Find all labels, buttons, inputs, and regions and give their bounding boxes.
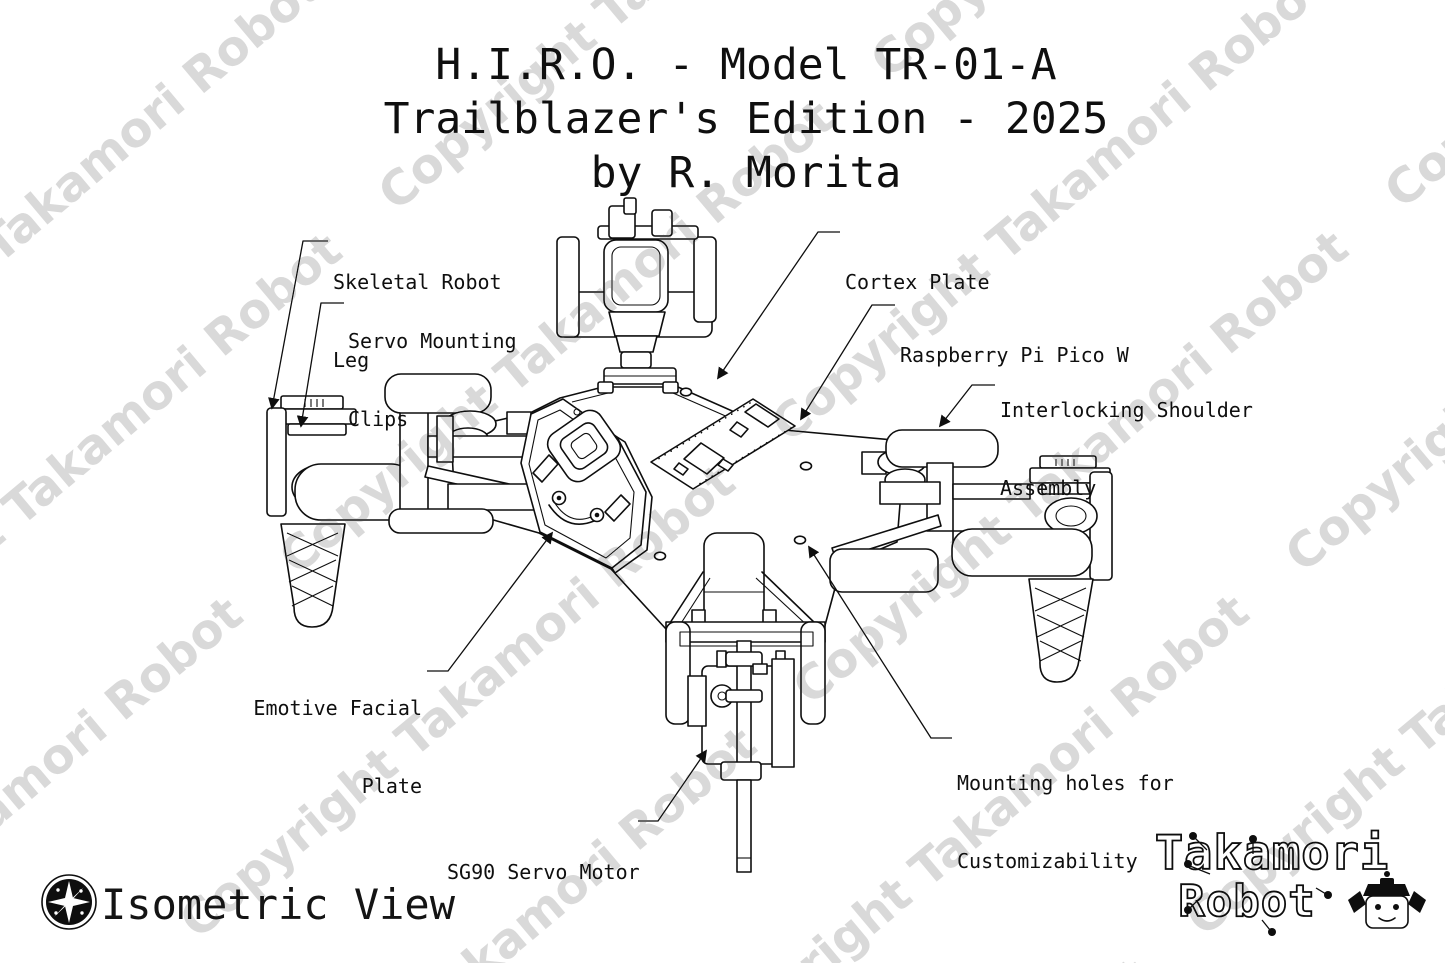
label-raspberry-pi-pico-w: Raspberry Pi Pico W: [900, 343, 1129, 367]
samurai-robot-head-icon: [1348, 871, 1426, 929]
front-leg-servo-assembly: [665, 532, 826, 873]
label-interlocking-shoulder-assembly: Interlocking Shoulder Assembly: [1000, 398, 1253, 500]
takamori-robot-logo: Takamori Robot: [1154, 825, 1426, 936]
title-line-2: Trailblazer's Edition - 2025: [383, 94, 1109, 144]
rear-leg-servo-assembly: [556, 197, 717, 394]
view-name-label: Isometric View: [101, 880, 456, 929]
label-sg90-servo-motor: SG90 Servo Motor: [447, 860, 640, 884]
isometric-view-compass-icon: [41, 874, 97, 930]
title-line-3: by R. Morita: [590, 148, 902, 198]
drawing-title: H.I.R.O. - Model TR-01-A Trailblazer's E…: [380, 38, 1112, 200]
emotive-facial-plate-shape: [520, 398, 653, 574]
callout-leader-lines: [268, 231, 995, 822]
label-servo-mounting-clips: Servo Mounting Clips: [348, 329, 517, 431]
right-leg-assembly: [829, 429, 1113, 683]
label-skeletal-robot-leg: Skeletal Robot Leg: [333, 270, 502, 372]
title-line-1: H.I.R.O. - Model TR-01-A: [435, 40, 1057, 90]
label-emotive-facial-plate: Emotive Facial Plate: [253, 696, 422, 798]
logo-line2: Robot: [1178, 876, 1315, 927]
left-leg-assembly: [266, 373, 539, 628]
label-cortex-plate: Cortex Plate: [845, 270, 990, 294]
raspberry-pi-pico-w-shape: [650, 398, 796, 490]
label-mounting-holes: Mounting holes for Customizability: [957, 771, 1174, 873]
